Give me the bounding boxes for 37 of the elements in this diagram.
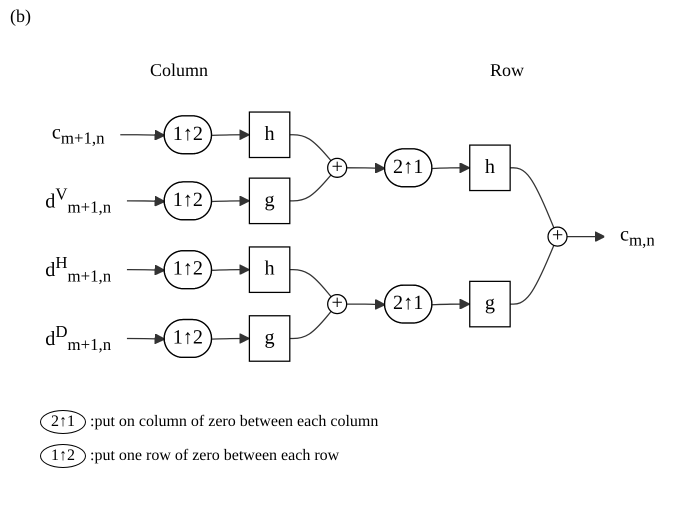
arrow [346, 298, 386, 310]
connector [290, 311, 332, 340]
node-box: h [248, 246, 290, 294]
connector [510, 245, 554, 305]
section-heading: Column [150, 60, 208, 81]
node-box: g [248, 178, 290, 224]
arrow [212, 195, 250, 206]
connector [290, 174, 332, 202]
arrow [212, 129, 250, 140]
arrow [567, 231, 606, 242]
panel-label: (b) [10, 6, 31, 27]
section-heading: Row [490, 60, 524, 81]
arrow [432, 298, 470, 310]
arrow [120, 130, 166, 141]
connector [290, 269, 332, 298]
connector [290, 134, 332, 162]
legend-ellipse: 2↑1 [40, 410, 86, 434]
arrow [212, 332, 250, 344]
node-box: h [469, 144, 511, 192]
legend-ellipse: 1↑2 [40, 444, 86, 468]
arrow [126, 196, 166, 207]
legend-text: :put on column of zero between each column [90, 413, 378, 431]
node-circle: + [327, 158, 348, 178]
node-circle: + [327, 294, 348, 314]
arrow [212, 264, 250, 276]
node-box: h [248, 111, 290, 158]
node-box: g [248, 315, 290, 362]
connector [510, 167, 554, 228]
node-text: c$_{m+1,n}$ [52, 122, 104, 148]
arrow [126, 333, 166, 344]
arrow [126, 264, 166, 276]
arrow [346, 162, 386, 174]
node-text: c$_{m,n}$ [620, 224, 655, 250]
node-box: g [469, 280, 511, 328]
legend-text: :put one row of zero between each row [90, 447, 340, 465]
node-circle: + [547, 226, 568, 247]
arrow [432, 162, 470, 174]
